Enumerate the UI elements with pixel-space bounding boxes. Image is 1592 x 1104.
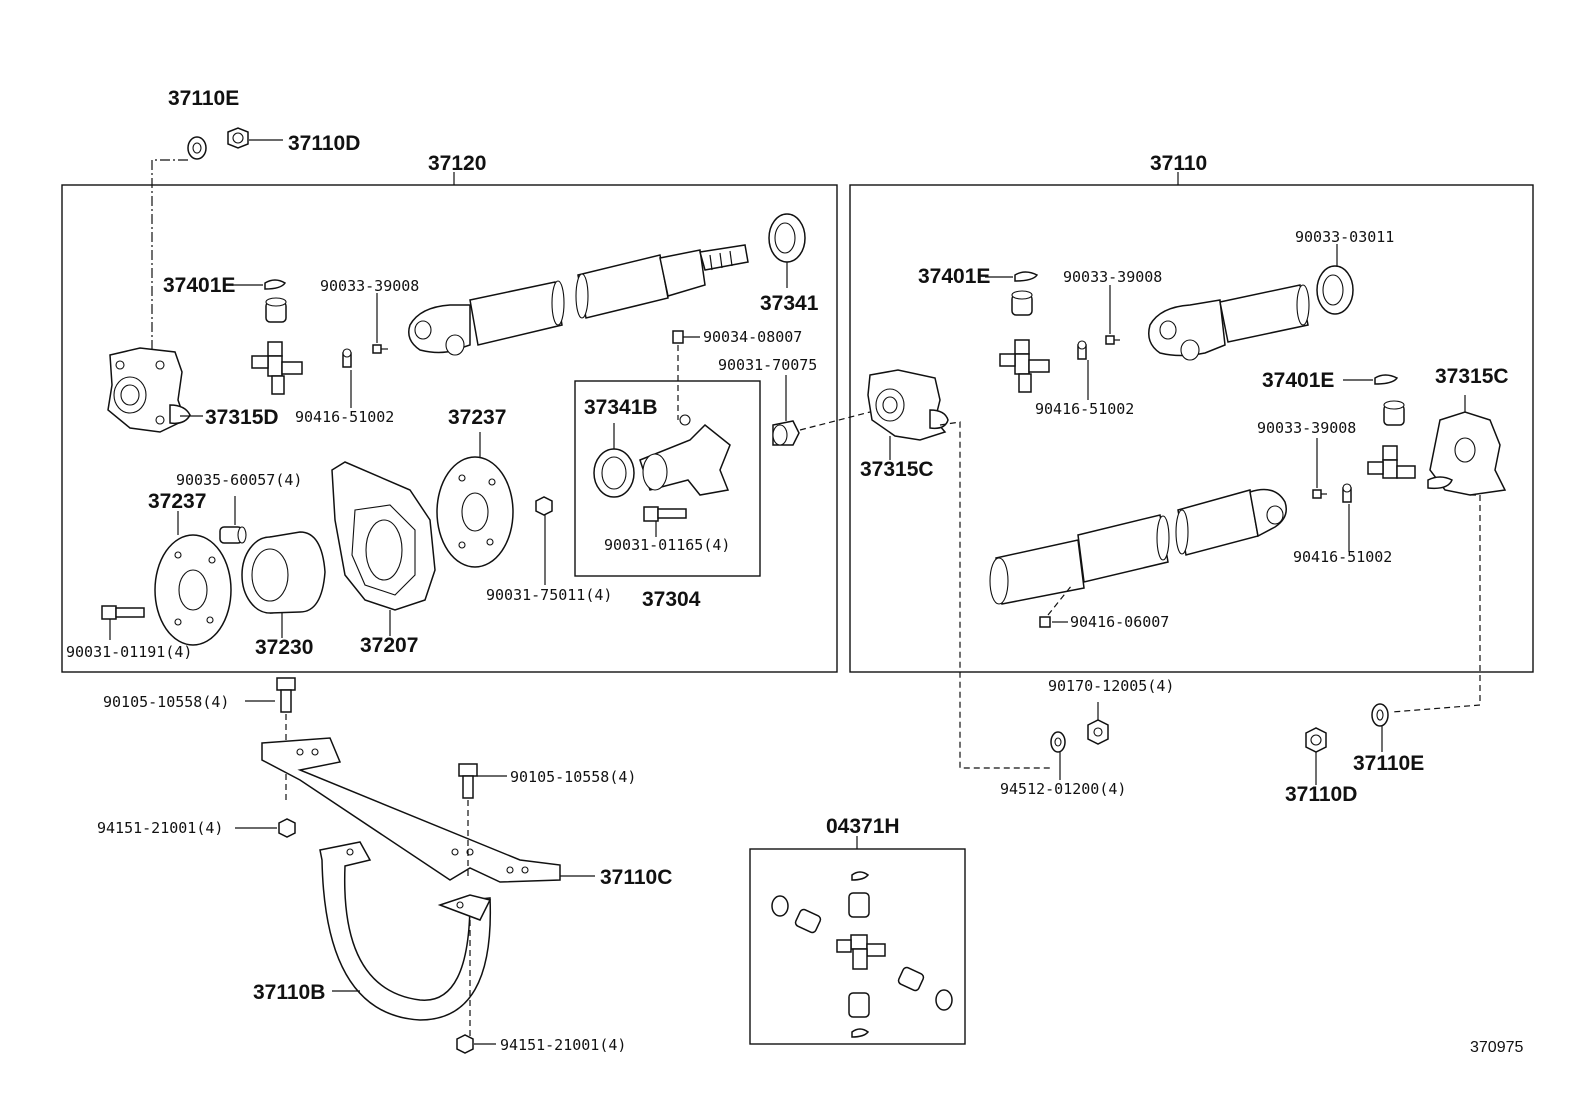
label-90033-39008-left: 90033-39008	[320, 277, 419, 295]
label-94151-21001-b: 94151-21001(4)	[500, 1036, 626, 1054]
label-37401E-right-b: 37401E	[1262, 369, 1334, 392]
flange-yoke-37315C-right	[1427, 411, 1507, 496]
label-90031-01165: 90031-01165(4)	[604, 536, 730, 554]
nut-37110D-right	[1305, 727, 1327, 753]
snap-ring-37401E-right-a	[1014, 271, 1039, 282]
group-label-37120: 37120	[428, 152, 486, 175]
label-37207: 37207	[360, 634, 418, 657]
grease-fitting-90033-39008-left	[372, 344, 388, 354]
flange-37237-left	[154, 534, 232, 646]
seal-90033-03011	[1316, 265, 1354, 315]
spacer-90035-60057	[219, 526, 247, 544]
label-37110D-right: 37110D	[1285, 783, 1357, 806]
label-37110B: 37110B	[253, 981, 325, 1004]
bolt-90031-01191	[101, 605, 145, 620]
fitting-90416-51002-right-b	[1342, 483, 1352, 503]
group-box-37304	[574, 380, 761, 577]
label-37401E-left: 37401E	[163, 274, 235, 297]
group-box-37120	[61, 184, 838, 673]
nut-90170-12005	[1087, 719, 1109, 745]
snap-ring-37401E-left	[264, 279, 287, 290]
label-37315C-mid: 37315C	[860, 458, 934, 481]
label-37315C-right: 37315C	[1435, 365, 1509, 388]
bolt-90105-10558-a	[276, 677, 296, 713]
label-37110E-right: 37110E	[1353, 752, 1424, 775]
label-37230: 37230	[255, 636, 313, 659]
bolt-90031-01165	[643, 506, 687, 522]
flange-yoke-37315D	[107, 347, 191, 433]
washer-94512-01200	[1050, 731, 1066, 753]
label-37237-top: 37237	[448, 406, 506, 429]
repair-kit-04371H	[771, 871, 953, 1038]
fitting-90034-08007	[672, 330, 684, 344]
label-90170-12005: 90170-12005(4)	[1048, 677, 1174, 695]
label-90035-60057: 90035-60057(4)	[176, 471, 302, 489]
label-90033-39008-right-a: 90033-39008	[1063, 268, 1162, 286]
spider-left	[251, 341, 303, 395]
label-94151-21001-a: 94151-21001(4)	[97, 819, 223, 837]
snap-ring-37401E-right-b	[1374, 374, 1399, 385]
label-37341B: 37341B	[584, 396, 658, 419]
label-90031-75011: 90031-75011(4)	[486, 586, 612, 604]
flange-yoke-37315C-mid	[867, 369, 949, 441]
bearing-37230	[241, 531, 326, 614]
label-37315D: 37315D	[205, 406, 279, 429]
label-37237-left: 37237	[148, 490, 206, 513]
label-37401E-right-a: 37401E	[918, 265, 990, 288]
label-90105-10558-a: 90105-10558(4)	[103, 693, 229, 711]
group-label-04371H: 04371H	[826, 815, 900, 838]
label-90033-39008-right-b: 90033-39008	[1257, 419, 1356, 437]
label-37341: 37341	[760, 292, 819, 315]
diagram-id: 370975	[1470, 1039, 1523, 1056]
group-box-37110	[849, 184, 1534, 673]
seal-37341	[768, 213, 806, 263]
label-90416-51002-right-b: 90416-51002	[1293, 548, 1392, 566]
grease-fitting-90033-39008-right-b	[1312, 489, 1327, 499]
bracket-37110C	[261, 737, 561, 883]
cushion-37207	[331, 461, 436, 611]
nut-90031-75011	[535, 496, 553, 516]
label-37110C: 37110C	[600, 866, 672, 889]
plug-90031-70075	[772, 420, 800, 446]
fitting-90416-51002-right-a	[1077, 340, 1087, 360]
grease-fitting-90033-39008-right-a	[1105, 335, 1120, 345]
bearing-cup-right-b	[1383, 400, 1405, 426]
nut-94151-21001-a	[278, 818, 296, 838]
label-90031-01191: 90031-01191(4)	[66, 643, 192, 661]
bearing-cup-right-a	[1011, 290, 1033, 316]
label-90416-06007: 90416-06007	[1070, 613, 1169, 631]
spider-right-a	[999, 339, 1050, 393]
label-90105-10558-b: 90105-10558(4)	[510, 768, 636, 786]
label-90033-03011: 90033-03011	[1295, 228, 1394, 246]
label-90416-51002-right-a: 90416-51002	[1035, 400, 1134, 418]
label-90416-51002-left: 90416-51002	[295, 408, 394, 426]
drive-shaft-37120	[408, 244, 749, 356]
bearing-cup-left	[265, 297, 287, 323]
seal-37341B	[593, 448, 635, 498]
label-90034-08007: 90034-08007	[703, 328, 802, 346]
drive-shaft-37110-upper	[1148, 284, 1310, 361]
label-37110E-top: 37110E	[168, 87, 239, 110]
bolt-90105-10558-b	[458, 763, 478, 799]
group-label-37304: 37304	[642, 588, 701, 611]
fitting-90416-51002-left	[342, 348, 352, 368]
washer-37110E-right	[1371, 703, 1389, 727]
label-94512-01200: 94512-01200(4)	[1000, 780, 1126, 798]
group-label-37110: 37110	[1150, 152, 1207, 175]
fitting-90416-06007	[1039, 616, 1051, 628]
label-90031-70075: 90031-70075	[718, 356, 817, 374]
flange-37237-right	[436, 456, 514, 568]
drive-shaft-37110-lower	[989, 488, 1287, 605]
flange-sleeve-37304	[639, 414, 731, 496]
spider-right-b	[1367, 445, 1416, 479]
nut-37110D-top	[227, 127, 249, 149]
nut-94151-21001-b	[456, 1034, 474, 1054]
washer-37110E-top	[187, 136, 207, 160]
label-37110D-top: 37110D	[288, 132, 360, 155]
